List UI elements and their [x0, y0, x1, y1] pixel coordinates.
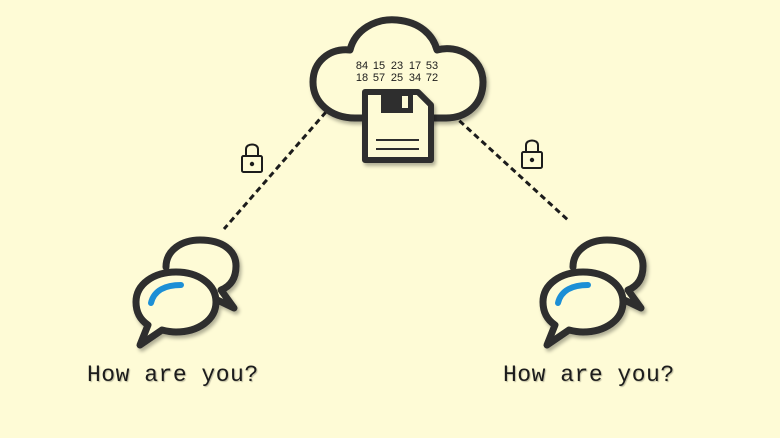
cloud-number: 57	[373, 72, 385, 84]
connector-right	[450, 112, 571, 223]
cloud-number: 18	[356, 72, 368, 84]
connector-left	[222, 111, 328, 230]
lock-icon	[521, 139, 543, 169]
cloud-number: 53	[426, 60, 438, 72]
cloud-icon	[309, 16, 487, 122]
cloud-number: 72	[426, 72, 438, 84]
cloud-number: 15	[373, 60, 385, 72]
chat-bubbles-icon	[543, 240, 643, 345]
message-caption-left: How are you?	[87, 362, 259, 388]
cloud-numbers: 84 15 23 17 53 18 57 25 34 72	[356, 60, 438, 84]
chat-bubbles-icon	[136, 240, 236, 345]
lock-icon	[241, 143, 263, 173]
cloud-number: 25	[391, 72, 403, 84]
message-caption-right: How are you?	[503, 362, 675, 388]
cloud-number: 84	[356, 60, 368, 72]
cloud-number: 23	[391, 60, 403, 72]
floppy-disk-icon	[362, 89, 434, 163]
cloud-number: 34	[409, 72, 421, 84]
cloud-number: 17	[409, 60, 421, 72]
